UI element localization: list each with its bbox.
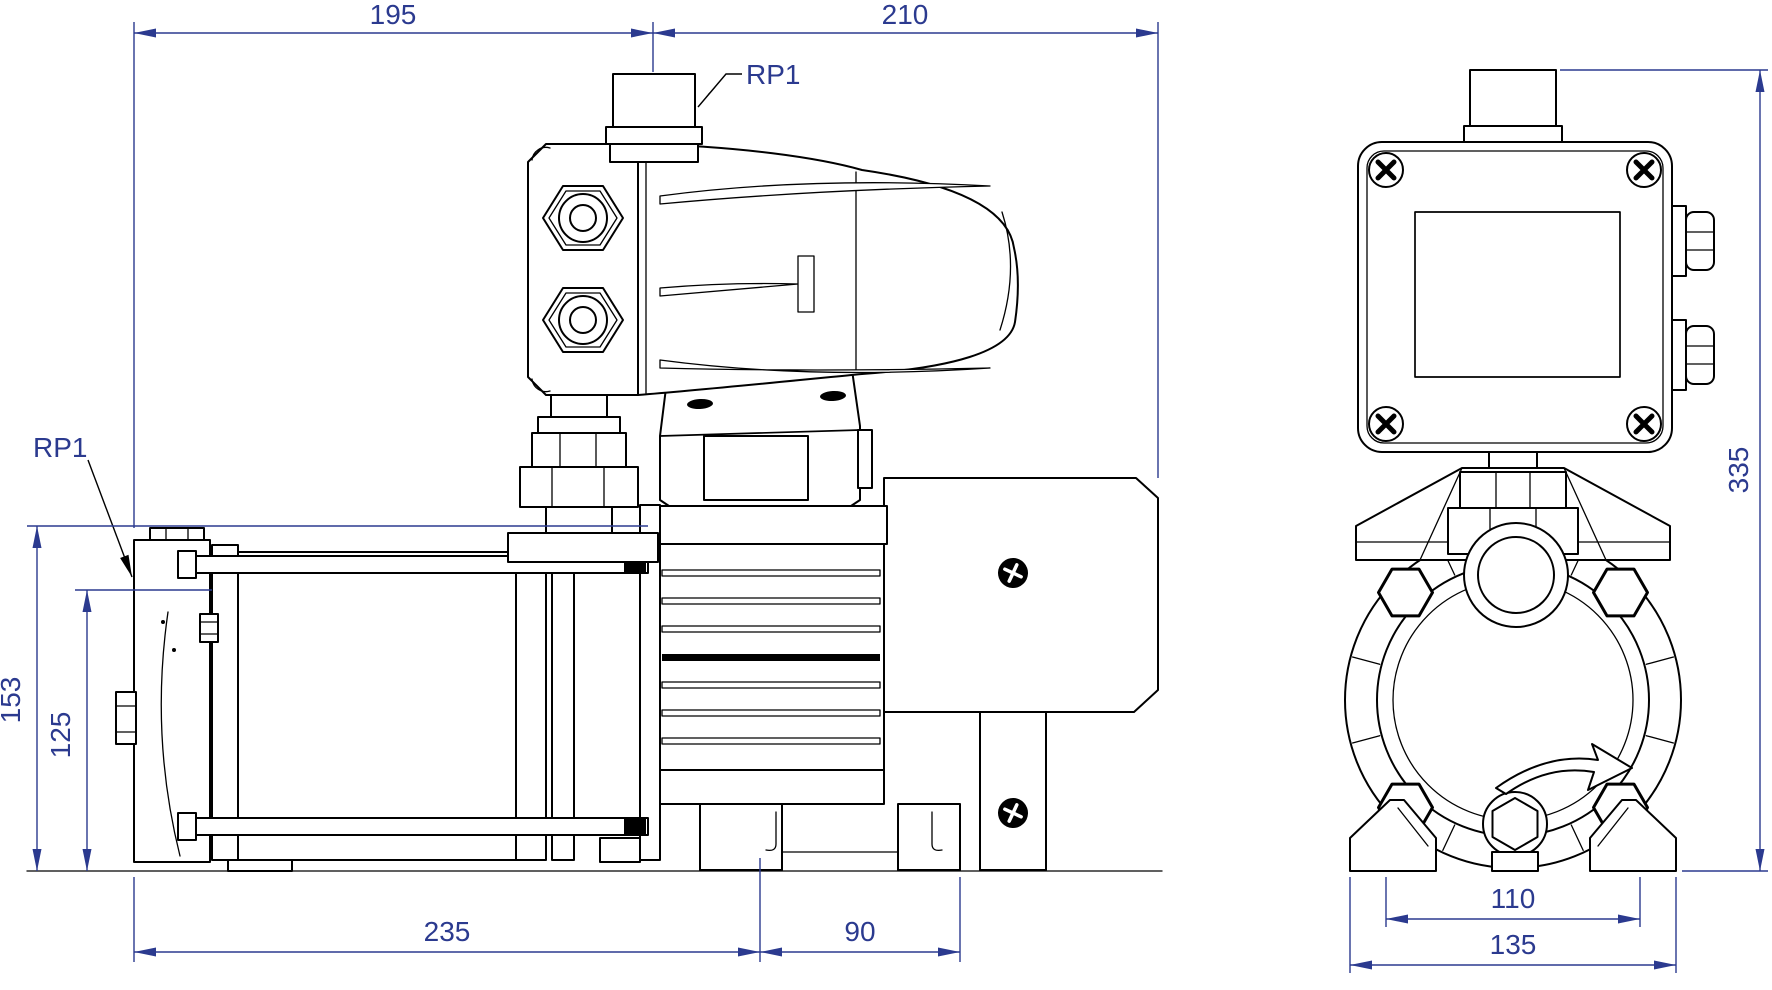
foot-front-left	[1349, 799, 1437, 872]
dimension-235-90-bottom: 235 90	[133, 858, 961, 962]
pump-end-plate-right	[515, 544, 547, 861]
discharge-plate	[551, 559, 575, 861]
dim-135-label: 135	[1490, 929, 1537, 960]
tie-rod-bottom	[177, 812, 649, 841]
union-nut-side	[519, 466, 639, 508]
dim-153-label: 153	[0, 677, 26, 724]
rp1-side-text: RP1	[33, 432, 87, 463]
cable-glands-front	[1671, 205, 1715, 391]
motor-bracket-pedestal	[979, 711, 1047, 871]
pump-cylinder	[237, 551, 517, 861]
dimension-110: 110	[1385, 877, 1641, 927]
pump-end-plate-left	[211, 544, 239, 861]
dim-195-label: 195	[370, 0, 417, 30]
union-fitting-side	[507, 394, 659, 563]
dimension-335: 335	[1560, 69, 1768, 872]
pump-body-side	[115, 527, 649, 872]
top-port-front	[1463, 69, 1563, 143]
discharge-block	[507, 532, 659, 563]
suction-side-plug	[115, 691, 137, 745]
dimension-195-210-top: 195 210	[133, 0, 1159, 528]
controller-cowl	[637, 143, 1019, 396]
inlet-ring-front	[1463, 522, 1569, 628]
dimension-153: 153	[0, 525, 648, 871]
dim-210-label: 210	[882, 0, 929, 30]
side-view: 195 210 RP1 RP1 153 125	[0, 0, 1163, 962]
pump-motor-adapter	[599, 504, 661, 863]
controller-vent-bottom	[659, 359, 991, 374]
rp1-label-top: RP1	[697, 59, 800, 108]
pump-casing-front	[1344, 531, 1682, 872]
terminal-box-screw-right	[820, 390, 846, 402]
dim-90-label: 90	[844, 916, 875, 947]
dimension-135: 135	[1349, 877, 1677, 973]
cable-gland-1-icon	[542, 185, 624, 251]
dim-235-label: 235	[424, 916, 471, 947]
suction-cover	[133, 539, 211, 863]
rotation-arrow-icon	[1495, 743, 1633, 795]
feet-front	[1349, 799, 1677, 872]
cable-gland-2-icon	[542, 287, 624, 353]
fan-cover-screw-bottom-icon	[998, 798, 1028, 828]
top-port-side	[605, 73, 703, 163]
pressure-controller-side	[527, 73, 1019, 396]
foot-front-right	[1589, 799, 1677, 872]
plate-bolt	[199, 613, 219, 643]
front-view: 335 110 135	[1344, 69, 1768, 973]
motor-fins	[661, 569, 881, 745]
motor-feet-side	[699, 803, 961, 871]
foot-slot-mark-left	[765, 811, 777, 852]
rp1-top-text: RP1	[746, 59, 800, 90]
controller-vent-top	[659, 182, 991, 205]
corner-screw-bottom-left-icon	[1368, 406, 1404, 442]
drain-plug-front	[1482, 791, 1548, 872]
dim-125-label: 125	[45, 712, 76, 759]
fan-cover-screw-top-icon	[998, 558, 1028, 588]
corner-screw-bottom-right-icon	[1626, 406, 1662, 442]
pump-top-stud	[149, 527, 205, 541]
display-window	[1414, 211, 1621, 378]
foot-slot-mark-right	[931, 811, 943, 852]
terminal-box-screw-left	[687, 398, 713, 410]
corner-screw-top-left-icon	[1368, 152, 1404, 188]
rp1-label-side: RP1	[33, 432, 133, 578]
motor-side	[654, 369, 961, 871]
dimension-125: 125	[45, 589, 212, 871]
fan-cover-side	[883, 477, 1159, 871]
controller-front-housing	[1357, 141, 1673, 453]
controller-gland-box	[527, 143, 639, 396]
controller-front	[1357, 69, 1715, 453]
union-fitting-front	[1355, 451, 1671, 628]
dim-110-label: 110	[1491, 883, 1536, 914]
casing-bolt-top-right	[1592, 567, 1649, 618]
casing-bolt-top-left	[1377, 567, 1434, 618]
terminal-box-side	[659, 369, 873, 509]
motor-top-block	[654, 505, 888, 545]
corner-screw-top-right-icon	[1626, 152, 1662, 188]
motor-bottom-block	[657, 769, 885, 805]
dim-335-label: 335	[1723, 447, 1754, 494]
